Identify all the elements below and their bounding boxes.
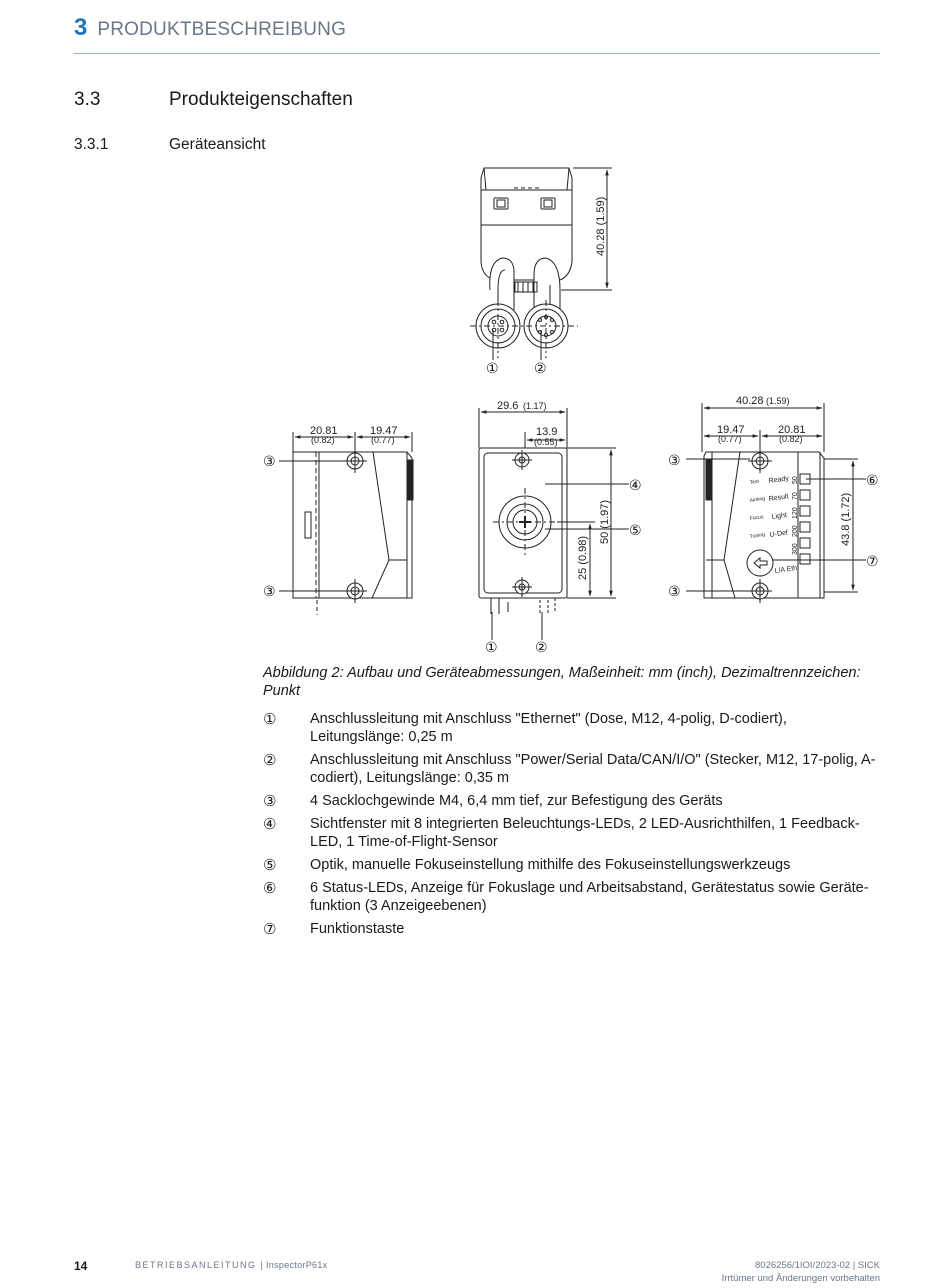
led-label-aiming: Aiming [749,496,765,504]
left-side-view [279,432,414,615]
doc-id: 8026256/1IOI/2023-02 | SICK [755,1260,880,1271]
marker-3-left-upper: ③ [263,453,276,469]
dim-right-total-in: (1.59) [766,396,790,406]
legend-text: 6 Status-LEDs, Anzeige für Fokuslage und… [310,880,869,914]
scale-label-120: 120 [792,507,799,519]
dim-front-center-height: 25 (0.98) [577,536,589,580]
subsection-title: Geräteansicht [169,136,266,153]
dim-front-half: 13.9 [536,426,557,438]
dim-right-b: 20.81 [778,424,806,436]
front-view [478,408,629,614]
legend-list: ① Anschlussleitung mit Anschluss "Ethern… [263,710,883,943]
top-view [470,167,612,358]
chapter-number: 3 [74,14,88,41]
dim-left-b: 19.47 [370,425,398,437]
dim-right-height: 43.8 (1.72) [840,493,852,546]
scale-label-300: 300 [792,543,799,555]
marker-3-left-lower: ③ [263,583,276,599]
device-dimension-drawing: 40.28 (1.59) 29.6 (1.17) 13.9 (0.55) 50 … [263,167,879,655]
marker-7: ⑦ [866,553,879,569]
legend-marker: ① [263,710,277,728]
dim-right-b-in: (0.82) [779,434,803,444]
led-label-ready: Ready [768,475,790,485]
scale-label-200: 200 [792,525,799,537]
legend-text: Anschlussleitung mit Anschluss "Power/Se… [310,752,876,786]
page-number: 14 [74,1259,88,1273]
legend-marker: ④ [263,815,277,833]
led-label-la-eth: L/A Eth [774,565,797,575]
legend-marker: ⑥ [263,879,277,897]
dim-right-a-in: (0.77) [718,434,742,444]
dim-left-b-in: (0.77) [371,435,395,445]
dim-front-height: 50 (1.97) [599,500,611,544]
dim-front-half-in: (0.55) [534,437,558,447]
marker-1-bottom: ① [485,639,498,655]
section-number: 3.3 [74,89,101,110]
led-label-tuning: Tuning [749,532,765,540]
list-item: ① Anschlussleitung mit Anschluss "Ethern… [263,710,883,746]
subsection-number: 3.3.1 [74,136,109,153]
header-rule [74,53,880,54]
led-label-udef: U-Def [769,529,788,538]
disclaimer: Irrtümer und Änderungen vorbehalten [721,1273,880,1284]
legend-marker: ③ [263,792,277,810]
footer-doc-type: BETRIEBSANLEITUNG | InspectorP61x [135,1260,327,1270]
marker-2-bottom: ② [535,639,548,655]
dim-right-total: 40.28 [736,395,764,407]
marker-2-top: ② [534,360,547,376]
dim-front-width: 29.6 [497,400,518,412]
marker-4: ④ [629,477,642,493]
scale-label-50: 50 [792,476,799,484]
dim-top-height: 40.28 (1.59) [595,197,607,256]
led-label-test: Test [749,479,760,486]
legend-marker: ② [263,751,277,769]
dim-front-width-in: (1.17) [523,401,547,411]
list-item: ⑦ Funktionstaste [263,920,883,938]
legend-text: Sichtfenster mit 8 integrierten Beleucht… [310,816,860,850]
list-item: ⑤ Optik, manuelle Fokuseinstellung mithi… [263,856,883,874]
marker-1-top: ① [486,360,499,376]
marker-5: ⑤ [629,522,642,538]
footer-right: 8026256/1IOI/2023-02 | SICK Irrtümer und… [722,1259,880,1285]
dim-right-a: 19.47 [717,424,745,436]
marker-3-right-upper: ③ [668,452,681,468]
chapter-title: PRODUKTBESCHREIBUNG [97,19,347,40]
list-item: ② Anschlussleitung mit Anschluss "Power/… [263,751,883,787]
legend-marker: ⑦ [263,920,277,938]
list-item: ⑥ 6 Status-LEDs, Anzeige für Fokuslage u… [263,879,883,915]
figure-caption: Abbildung 2: Aufbau und Geräteabmessunge… [263,665,861,699]
legend-text: Anschlussleitung mit Anschluss "Ethernet… [310,711,787,745]
legend-text: Optik, manuelle Fokuseinstellung mithilf… [310,857,791,873]
chapter-header: 3 PRODUKTBESCHREIBUNG [74,14,346,42]
list-item: ③ 4 Sacklochgewinde M4, 6,4 mm tief, zur… [263,792,883,810]
legend-text: 4 Sacklochgewinde M4, 6,4 mm tief, zur B… [310,793,723,809]
section-title: Produkteigenschaften [169,89,353,110]
marker-6: ⑥ [866,472,879,488]
dim-left-a-in: (0.82) [311,435,335,445]
legend-marker: ⑤ [263,856,277,874]
right-side-view [686,403,866,603]
scale-label-70: 70 [792,492,799,500]
marker-3-right-lower: ③ [668,583,681,599]
led-label-result: Result [768,493,789,503]
led-label-light: Light [771,512,787,521]
doc-type: BETRIEBSANLEITUNG [135,1260,257,1270]
led-label-focus: Focus [749,514,764,522]
list-item: ④ Sichtfenster mit 8 integrierten Beleuc… [263,815,883,851]
dim-left-a: 20.81 [310,425,338,437]
product-name: | InspectorP61x [260,1260,328,1270]
legend-text: Funktionstaste [310,921,405,937]
